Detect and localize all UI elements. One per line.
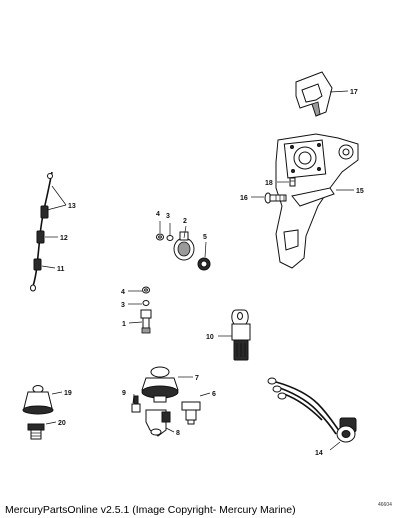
callout-4-upper: 4 [156,211,160,218]
part-9-plug [131,395,141,413]
callout-6: 6 [212,391,216,398]
callout-3-lower: 3 [121,302,125,309]
callout-20: 20 [58,420,66,427]
callout-7: 7 [195,375,199,382]
part-4-nut-upper [156,233,164,241]
part-7-sender [141,366,179,403]
part-5-fitting [197,257,211,271]
callout-3-upper: 3 [166,213,170,220]
callout-4-lower: 4 [121,289,125,296]
part-4-nut-lower [142,286,150,294]
part-19-buzzer [22,385,54,415]
callout-13: 13 [68,203,76,210]
part-8-elbow [145,409,171,437]
callout-9: 9 [122,390,126,397]
part-6-adapter [181,401,201,425]
callout-14: 14 [315,450,323,457]
callout-11: 11 [57,266,65,273]
drawing-number: 46604 [378,502,392,508]
callout-17: 17 [350,89,358,96]
part-15-bracket [275,133,359,269]
callout-18: 18 [265,180,273,187]
callout-8: 8 [176,430,180,437]
callout-16: 16 [240,195,248,202]
part-2-sender [173,231,195,261]
callout-12: 12 [60,235,68,242]
part-17-clip [295,71,333,117]
part-3-washer-lower [142,300,150,306]
image-copyright-caption: MercuryPartsOnline v2.5.1 (Image Copyrig… [5,504,296,516]
callout-15: 15 [356,188,364,195]
callout-19: 19 [64,390,72,397]
part-16-bolt [264,192,287,204]
part-3-washer-upper [166,235,174,241]
part-1-switch [140,309,152,334]
part-18-screw [289,177,296,187]
callout-1: 1 [122,321,126,328]
part-13-12-11-lead-wire [30,171,53,292]
callout-5: 5 [203,234,207,241]
part-10-harness-clip [231,309,251,361]
part-14-harness-coil [267,377,357,443]
callout-2: 2 [183,218,187,225]
callout-10: 10 [206,334,214,341]
part-20-bushing [27,423,45,440]
